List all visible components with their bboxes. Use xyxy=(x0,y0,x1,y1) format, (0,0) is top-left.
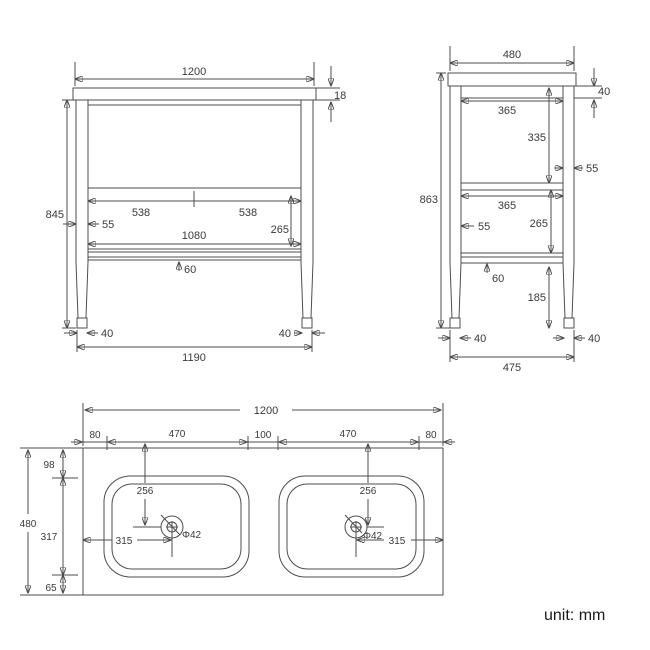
side-dim-clearance: 185 xyxy=(528,267,549,328)
plan-countertop xyxy=(82,447,444,596)
front-cabinet-body xyxy=(75,99,314,329)
front-dim-height: 845 xyxy=(46,99,76,329)
side-right-leg xyxy=(562,86,575,319)
front-fluted-panel xyxy=(87,104,302,189)
front-dim-panel-right-label: 538 xyxy=(239,207,257,219)
plan-basin-left-drain-dia-label: Φ42 xyxy=(182,530,202,541)
front-dim-leg-width-label: 55 xyxy=(102,219,114,231)
plan-basin-right-drain-dia-label: Φ42 xyxy=(363,531,383,542)
side-dim-base-depth-label: 475 xyxy=(503,362,521,374)
plan-dim-segments-row: 80 470 100 470 80 xyxy=(71,429,455,450)
side-dim-upper-opening-label: 335 xyxy=(528,132,546,144)
side-dim-foot-left: 40 xyxy=(438,333,486,345)
plan-dim-total-depth-label: 480 xyxy=(20,519,37,530)
plan-dim-total-width: 1200 xyxy=(82,403,444,446)
front-dim-foot-right: 40 xyxy=(279,328,325,340)
plan-dim-basin-right-width-label: 470 xyxy=(340,429,357,440)
plan-basin-left-dim-drain-x: 315 xyxy=(83,536,171,547)
unit-label: unit: mm xyxy=(544,607,605,624)
front-dim-inner-width: 1080 xyxy=(88,230,301,244)
side-dim-leg-depth-right: 55 xyxy=(554,163,598,175)
side-dim-foot-right: 40 xyxy=(553,333,600,345)
front-right-leg xyxy=(300,100,314,319)
side-dim-height-label: 863 xyxy=(420,194,438,206)
plan-left-dims: 480 98 317 65 xyxy=(20,447,83,596)
side-dim-inner-depth-upper-label: 365 xyxy=(498,105,516,117)
plan-basin-right-drain xyxy=(344,514,384,557)
plan-basin-left-dim-drain-y-label: 256 xyxy=(137,486,154,497)
front-dim-top-width: 1200 xyxy=(74,62,315,86)
side-dim-inner-depth-lower-label: 365 xyxy=(498,200,516,212)
side-shelf xyxy=(461,252,563,264)
side-mid-rail xyxy=(461,182,563,191)
side-dim-shelf-thickness-label: 60 xyxy=(492,273,504,285)
side-dim-leg-depth-right-label: 55 xyxy=(586,163,598,175)
front-left-leg xyxy=(75,100,89,319)
side-view: 480 40 863 365 335 55 xyxy=(420,46,610,374)
front-dim-opening-height: 265 xyxy=(271,196,291,246)
plan-basin-left-drain xyxy=(133,514,184,557)
front-left-foot xyxy=(76,317,88,329)
side-dim-apron-height: 40 xyxy=(574,68,610,118)
plan-basin-right-dim-drain-y: 256 xyxy=(360,444,377,525)
plan-view: 1200 80 470 100 470 80 xyxy=(20,403,455,596)
plan-dim-total-width-label: 1200 xyxy=(254,405,278,417)
front-right-foot xyxy=(301,317,313,329)
front-dim-base-width-label: 1190 xyxy=(182,352,206,364)
plan-basin-left: Φ42 256 315 xyxy=(83,444,250,578)
plan-basin-left-dim-drain-x-label: 315 xyxy=(116,536,133,547)
side-dim-clearance-label: 185 xyxy=(528,292,546,304)
front-countertop xyxy=(72,87,317,101)
plan-dim-center-gap-label: 100 xyxy=(255,430,272,441)
plan-dim-edge-left-label: 80 xyxy=(89,430,101,441)
front-dim-height-label: 845 xyxy=(46,209,64,221)
front-dim-base-width: 1190 xyxy=(76,330,313,364)
plan-basin-right-dim-drain-x-label: 315 xyxy=(389,536,406,547)
front-dim-opening-height-label: 265 xyxy=(271,224,289,236)
plan-basin-left-dim-drain-y: 256 xyxy=(137,444,154,525)
side-dim-inner-depth-upper: 365 xyxy=(461,101,563,117)
front-dim-shelf-thickness: 60 xyxy=(179,262,196,276)
front-dim-top-width-label: 1200 xyxy=(182,66,206,78)
side-dim-foot-right-label: 40 xyxy=(588,333,600,345)
side-left-leg xyxy=(449,86,462,319)
front-dim-counter-thickness: 18 xyxy=(316,66,346,122)
side-dim-foot-left-label: 40 xyxy=(474,333,486,345)
side-dim-lower-opening-label: 265 xyxy=(530,218,548,230)
front-dim-foot-left-label: 40 xyxy=(101,328,113,340)
side-right-foot xyxy=(563,317,575,329)
plan-basin-right-dim-drain-x: 315 xyxy=(357,536,443,547)
side-dim-height: 863 xyxy=(420,72,450,329)
side-dim-top-depth-label: 480 xyxy=(503,49,521,61)
side-dim-base-depth: 475 xyxy=(449,330,575,374)
front-dim-panel-left-label: 538 xyxy=(132,207,150,219)
side-left-foot xyxy=(449,317,461,329)
side-dim-lower-opening: 265 xyxy=(530,190,551,253)
side-dim-top-depth: 480 xyxy=(449,46,575,71)
front-dim-counter-thickness-label: 18 xyxy=(334,90,346,102)
plan-basin-right: Φ42 256 315 xyxy=(278,444,443,578)
front-view: 1200 18 845 538 538 55 xyxy=(46,62,346,364)
front-dim-foot-right-label: 40 xyxy=(279,328,291,340)
front-dim-shelf-thickness-label: 60 xyxy=(184,264,196,276)
plan-dim-basin-left-width-label: 470 xyxy=(169,429,186,440)
plan-dim-front-margin-label: 98 xyxy=(43,460,55,471)
front-dim-leg-width: 55 xyxy=(63,219,114,231)
side-dim-inner-depth-lower: 365 xyxy=(461,196,563,212)
plan-dim-basin-depth-label: 317 xyxy=(41,532,58,543)
front-shelf xyxy=(88,248,301,261)
plan-dim-edge-right-label: 80 xyxy=(425,430,437,441)
side-countertop xyxy=(447,72,577,87)
plan-dim-back-margin-label: 65 xyxy=(45,583,57,594)
side-dim-shelf-thickness: 60 xyxy=(487,264,504,285)
side-dim-leg-depth-left-label: 55 xyxy=(478,221,490,233)
side-dim-leg-depth-left: 55 xyxy=(461,221,490,233)
side-dim-upper-opening: 335 xyxy=(528,88,549,183)
front-dim-panel-halves: 538 538 xyxy=(87,191,302,219)
plan-basin-right-dim-drain-y-label: 256 xyxy=(360,486,377,497)
side-dim-apron-height-label: 40 xyxy=(598,86,610,98)
front-dim-inner-width-label: 1080 xyxy=(182,230,206,242)
front-dim-foot-left: 40 xyxy=(64,328,113,340)
